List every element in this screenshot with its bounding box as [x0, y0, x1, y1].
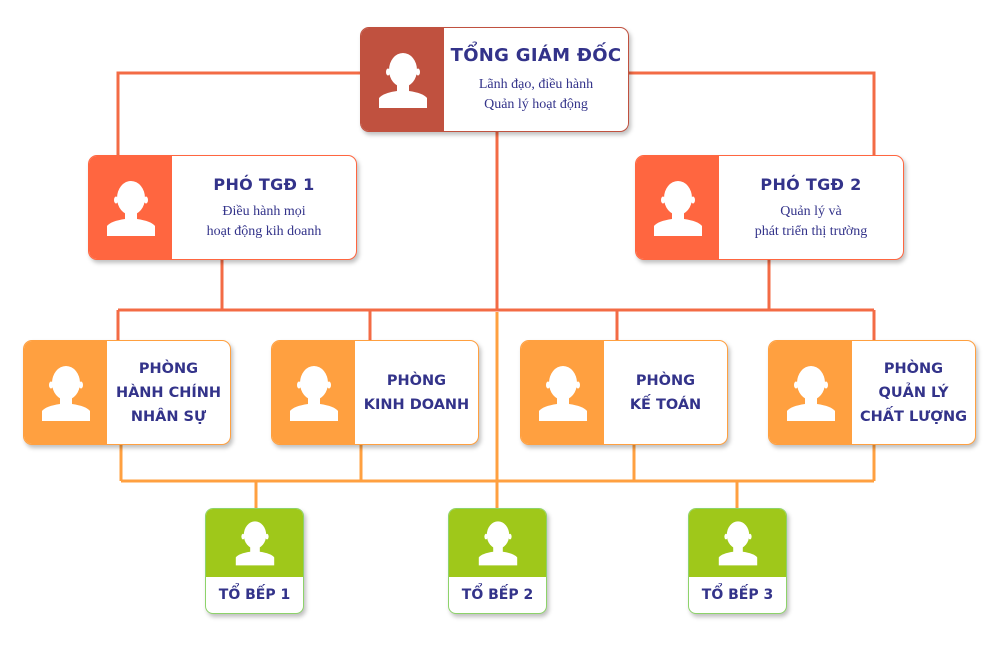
- department-box-accounting[interactable]: PHÒNG KẾ TOÁN: [520, 340, 728, 445]
- department-label-line: KẾ TOÁN: [629, 396, 702, 413]
- deputy-desc-line: phát triển thị trường: [754, 223, 868, 239]
- ceo-box[interactable]: TỔNG GIÁM ĐỐC Lãnh đạo, điều hành Quản l…: [360, 27, 629, 132]
- department-label-line: PHÒNG: [883, 360, 944, 377]
- team-box-1[interactable]: TỔ BẾP 1: [205, 508, 304, 614]
- deputy-box-1[interactable]: PHÓ TGĐ 1 Điều hành mọi hoạt động kih do…: [88, 155, 357, 260]
- team-label: TỔ BẾP 1: [218, 587, 291, 603]
- department-label-line: PHÒNG: [386, 372, 447, 389]
- connector-ceo-deputy2: [627, 71, 876, 155]
- deputy-desc-line: hoạt động kih doanh: [206, 223, 322, 239]
- person-icon: [24, 341, 107, 444]
- department-label-line: QUẢN LÝ: [878, 384, 949, 401]
- connector-ceo-deputy1: [116, 71, 360, 155]
- person-icon: [361, 28, 444, 131]
- person-icon: [769, 341, 852, 444]
- person-icon: [636, 156, 719, 259]
- department-label-line: KINH DOANH: [363, 396, 470, 413]
- deputy-title: PHÓ TGĐ 1: [213, 174, 315, 194]
- person-icon: [521, 341, 604, 444]
- team-label: TỔ BẾP 2: [461, 587, 534, 603]
- team-label: TỔ BẾP 3: [701, 587, 774, 603]
- deputy-title: PHÓ TGĐ 2: [760, 174, 862, 194]
- department-label-line: HÀNH CHÍNH: [115, 384, 222, 401]
- person-icon: [449, 509, 546, 577]
- person-icon: [272, 341, 355, 444]
- department-label-line: PHÒNG: [635, 372, 696, 389]
- person-icon: [689, 509, 786, 577]
- department-label-line: NHÂN SỰ: [130, 408, 207, 425]
- deputy-desc-line: Quản lý và: [780, 203, 842, 219]
- team-box-3[interactable]: TỔ BẾP 3: [688, 508, 787, 614]
- department-box-hr[interactable]: PHÒNG HÀNH CHÍNH NHÂN SỰ: [23, 340, 231, 445]
- department-label-line: CHẤT LƯỢNG: [860, 408, 967, 425]
- person-icon: [89, 156, 172, 259]
- team-box-2[interactable]: TỔ BẾP 2: [448, 508, 547, 614]
- department-box-quality[interactable]: PHÒNG QUẢN LÝ CHẤT LƯỢNG: [768, 340, 976, 445]
- ceo-desc-line: Lãnh đạo, điều hành: [478, 76, 594, 92]
- department-label-line: PHÒNG: [138, 360, 199, 377]
- person-icon: [206, 509, 303, 577]
- department-box-sales[interactable]: PHÒNG KINH DOANH: [271, 340, 479, 445]
- ceo-title: TỔNG GIÁM ĐỐC: [450, 44, 622, 66]
- deputy-desc-line: Điều hành mọi: [222, 203, 306, 219]
- deputy-box-2[interactable]: PHÓ TGĐ 2 Quản lý và phát triển thị trườ…: [635, 155, 904, 260]
- ceo-desc-line: Quản lý hoạt động: [484, 96, 588, 112]
